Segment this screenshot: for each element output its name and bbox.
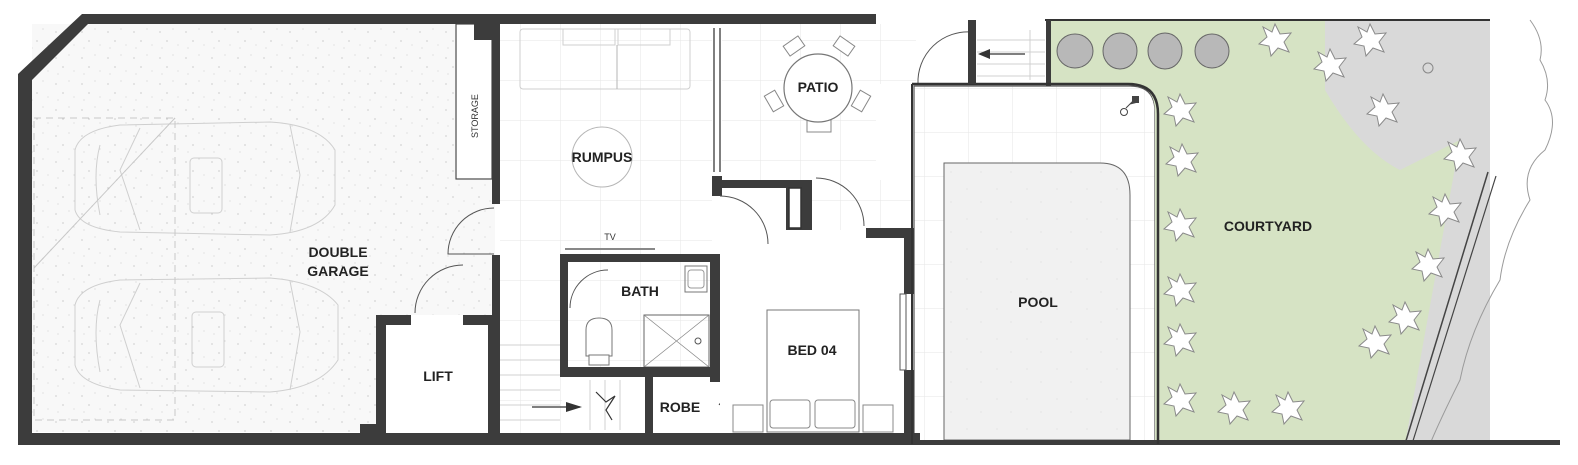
- car-icon: [74, 121, 336, 236]
- bed-04-label: BED 04: [787, 342, 836, 358]
- bath-label: BATH: [621, 283, 659, 299]
- toilet-icon: [585, 317, 613, 366]
- outdoor-table-icon: [763, 35, 872, 133]
- courtyard: COURTYARD: [1050, 19, 1553, 445]
- bath: BATH: [568, 262, 710, 368]
- patio-label: PATIO: [798, 79, 839, 95]
- rumpus: RUMPUS TV: [500, 24, 712, 434]
- rumpus-label: RUMPUS: [572, 149, 633, 165]
- storage: STORAGE: [455, 23, 493, 180]
- robe-label: ROBE: [660, 399, 700, 415]
- stairs-icon: [500, 344, 621, 430]
- patio: PATIO: [722, 24, 916, 230]
- stepping-stones-icon: [1056, 32, 1230, 70]
- walls: [18, 14, 1560, 445]
- courtyard-label: COURTYARD: [1224, 218, 1312, 234]
- robe: ROBE: [654, 377, 726, 433]
- tv-label: TV: [604, 232, 616, 242]
- pool: POOL: [913, 85, 1156, 445]
- pool-fixture-icon: [1120, 96, 1139, 116]
- double-garage: DOUBLE GARAGE: [32, 24, 495, 432]
- stairs-icon: [917, 24, 1047, 85]
- pool-label: POOL: [1018, 294, 1058, 310]
- bed-04: BED 04: [720, 240, 906, 434]
- storage-label: STORAGE: [470, 94, 480, 138]
- sofa-icon: [519, 28, 691, 90]
- double-garage-label-1: DOUBLE: [308, 244, 367, 260]
- car-icon: [74, 277, 339, 393]
- lift: LIFT: [386, 325, 488, 425]
- double-garage-label-2: GARAGE: [307, 263, 368, 279]
- bed-icon: [732, 309, 894, 433]
- lift-label: LIFT: [423, 368, 453, 384]
